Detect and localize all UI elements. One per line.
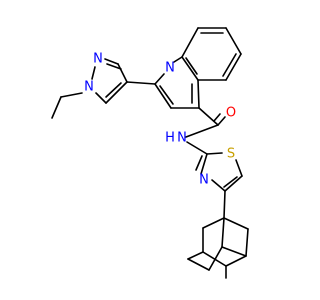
amide-bonds: [185, 107, 226, 155]
pyrazole-n2-label: N: [93, 52, 103, 67]
thiazole-bonds: [195, 152, 243, 192]
amide-hydrogen-label: H: [165, 131, 175, 146]
molecule-diagram: N N N O N H S N: [51, 27, 249, 279]
adamantyl-bonds: [187, 190, 249, 279]
carbonyl-oxygen-label: O: [226, 106, 236, 121]
quinoline-nitrogen-label: N: [165, 61, 175, 76]
amide-nitrogen-label: N: [177, 131, 187, 146]
structure-drawing: N N N O N H S N: [51, 27, 249, 279]
quinoline-bonds: [154, 27, 242, 109]
pyrazole-n1-label: N: [84, 80, 94, 95]
pyrazole-bonds: [51, 58, 156, 119]
thiazole-sulfur-label: S: [227, 147, 235, 162]
thiazole-nitrogen-label: N: [199, 173, 209, 188]
